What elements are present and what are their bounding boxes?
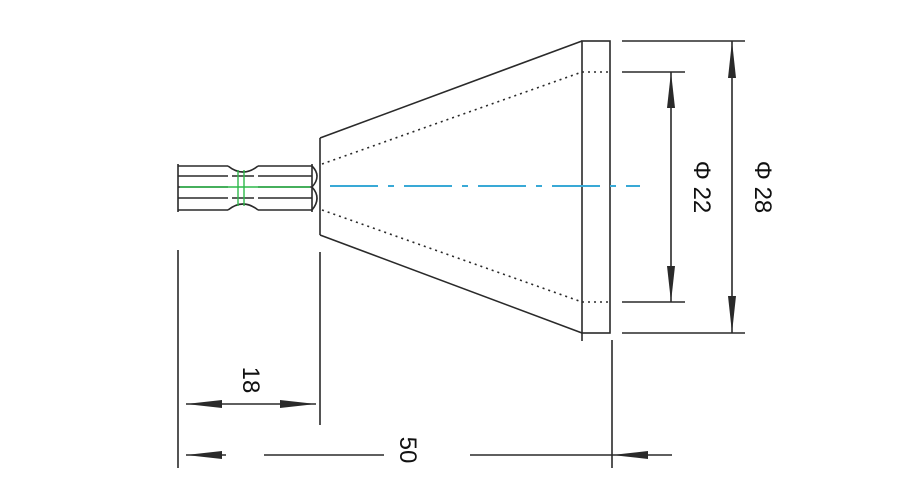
inner-diameter-label: Φ 22 xyxy=(688,161,715,214)
shank-neck-top xyxy=(227,165,259,173)
length-arrows xyxy=(186,400,648,459)
arrow-head xyxy=(728,296,736,333)
shank-neck-bottom xyxy=(227,203,259,211)
diameter-dimensions xyxy=(622,40,745,334)
cone-hidden-lines xyxy=(321,71,610,303)
hex-shank xyxy=(177,164,318,212)
hidden-bottom-line xyxy=(321,209,583,303)
arrow-head xyxy=(186,451,222,459)
arrow-head xyxy=(667,72,675,108)
arrow-head xyxy=(667,266,675,302)
outer-diameter-label: Φ 28 xyxy=(749,161,776,214)
diameter-arrows xyxy=(667,41,736,333)
shank-length-label: 18 xyxy=(237,367,264,394)
arrow-head xyxy=(612,451,648,459)
hidden-top-line xyxy=(321,71,583,165)
length-dimensions xyxy=(177,250,672,468)
overall-length-label: 50 xyxy=(394,437,421,464)
cone-top-edge xyxy=(319,40,583,139)
arrow-head xyxy=(280,400,316,408)
arrow-head xyxy=(728,41,736,78)
shank-centerline xyxy=(180,170,310,206)
arrow-head xyxy=(186,400,222,408)
cone-bottom-edge xyxy=(319,234,583,334)
